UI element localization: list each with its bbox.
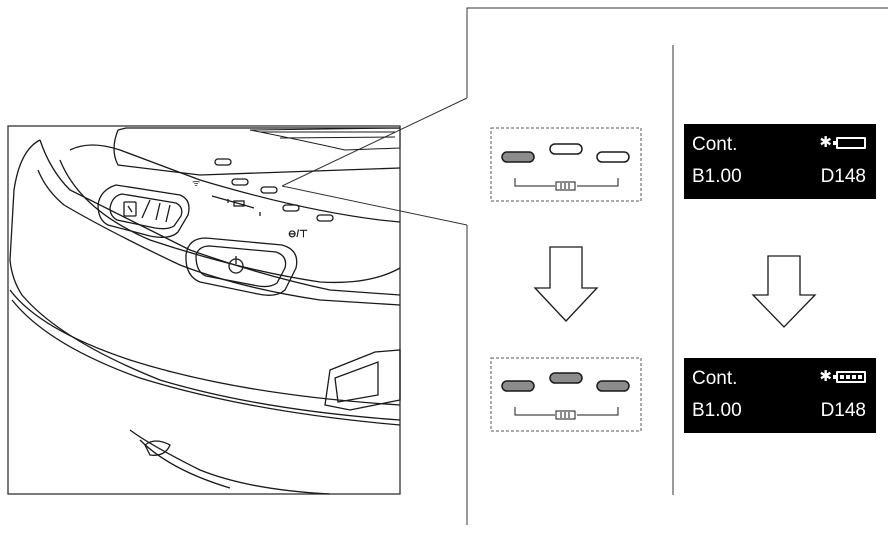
led-indicator: [501, 380, 535, 392]
arrow-down-icon: [751, 255, 817, 328]
led-panel-after: [490, 357, 642, 432]
led-indicator: [549, 143, 583, 155]
led-indicator: [596, 380, 630, 392]
bluetooth-icon: ✱: [819, 134, 832, 151]
led-panel-before: [490, 127, 642, 202]
lcd-display-after: Cont. ✱ B1.00 D148: [684, 358, 876, 433]
svg-text:ᯤ: ᯤ: [192, 178, 200, 188]
battery-scale-icon: [514, 178, 619, 191]
print-mode-label: Cont.: [692, 368, 738, 389]
led-indicator: [501, 151, 535, 163]
printer-illustration: ᯤ ⊖/⊤: [7, 125, 401, 495]
value-right: D148: [820, 400, 866, 421]
lcd-display-before: Cont. ✱ B1.00 D148: [684, 124, 876, 199]
battery-scale-icon: [514, 407, 619, 420]
battery-bar: [846, 375, 850, 379]
print-mode-label: Cont.: [692, 134, 738, 155]
battery-icon: [833, 137, 866, 149]
battery-icon: [833, 371, 866, 383]
led-indicator: [596, 151, 630, 163]
value-right: D148: [820, 166, 866, 187]
battery-bar: [858, 375, 862, 379]
value-left: B1.00: [692, 166, 742, 187]
callout-frame: [281, 7, 888, 525]
svg-text:⊖/⊤: ⊖/⊤: [288, 229, 308, 240]
battery-bar: [852, 375, 856, 379]
arrow-down-icon: [533, 246, 599, 322]
led-indicator: [549, 372, 583, 384]
battery-bar: [840, 375, 844, 379]
value-left: B1.00: [692, 400, 742, 421]
bluetooth-icon: ✱: [819, 368, 832, 385]
